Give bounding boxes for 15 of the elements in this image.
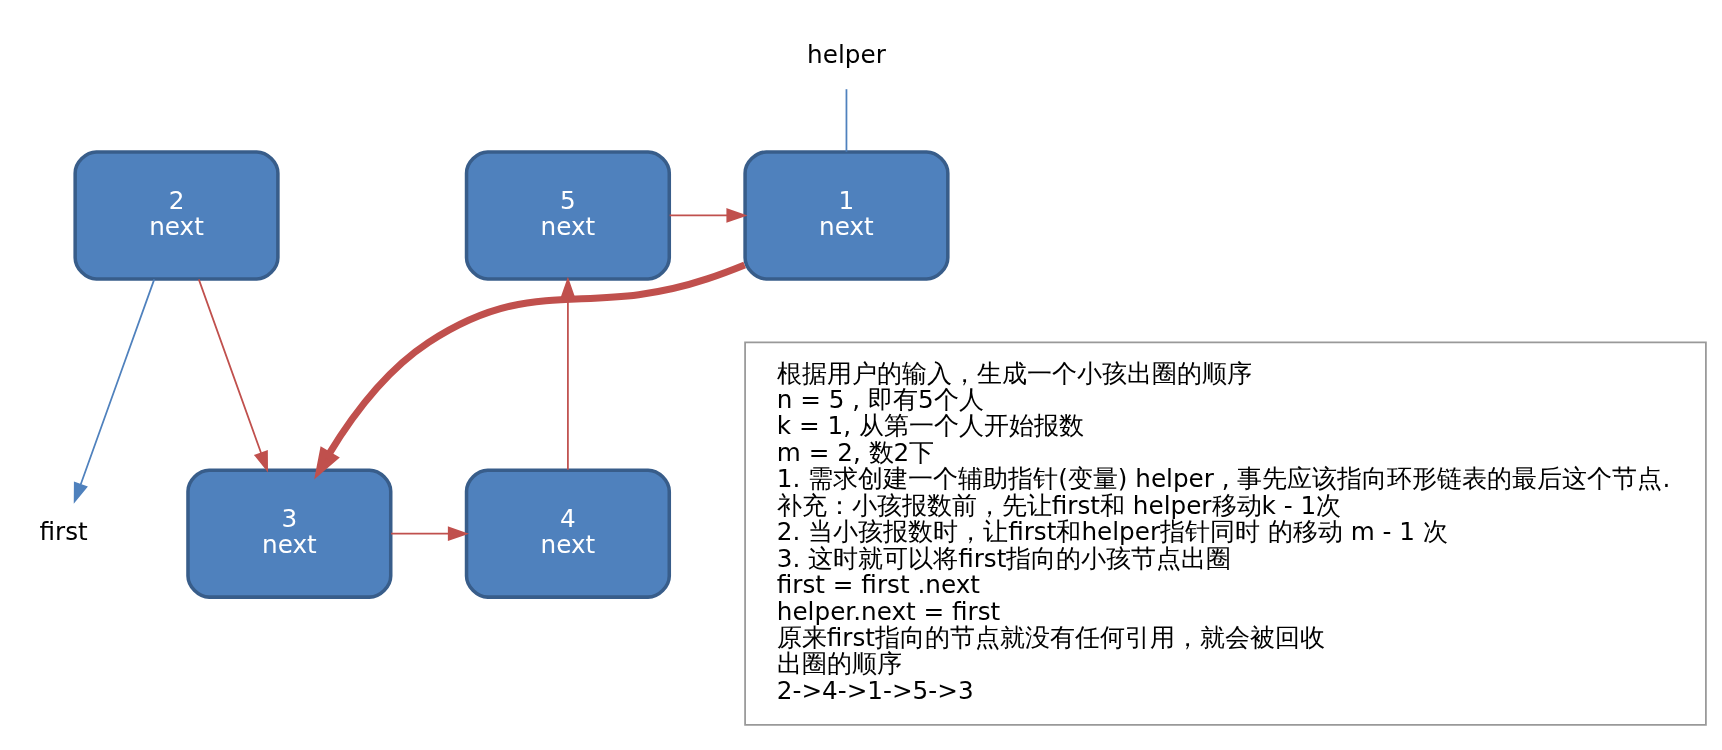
- arrow: [668, 208, 748, 223]
- node-box: 1 next: [743, 150, 950, 281]
- node-box: 5 next: [464, 150, 672, 281]
- node-box: 4 next: [464, 468, 672, 599]
- arrow: [197, 278, 268, 473]
- node-box: 根据用户的输入，生成一个小孩出圈的顺序 n = 5 , 即有5个人 k = 1, 从第一个人开始报数 m = 2, 数2下 1. 需求创建一个辅助指针(变量) helper , 事先应该指向环形链表的最后这个节点. 补充：小孩报数前，先让first和 helper移动k - 1次 2. 当小孩报数时，让first和helper指针同时 的移动 m - 1 次 3. 这时就可以将first指向的小孩节点出圈 first = first .next helper.next = first 原来first指向的节点就没有任何引用，就会被回收 出圈的顺序 2->4->1->5->3: [744, 341, 1707, 726]
- connector: [845, 88, 848, 153]
- arrow: [390, 526, 470, 542]
- arrow: [73, 278, 156, 504]
- node-box: 3 next: [186, 468, 393, 599]
- node-box: 2 next: [73, 150, 280, 281]
- arrow: [314, 261, 746, 480]
- node-text: first: [39, 517, 88, 547]
- arrow: [560, 276, 576, 471]
- node-text: helper: [807, 40, 886, 70]
